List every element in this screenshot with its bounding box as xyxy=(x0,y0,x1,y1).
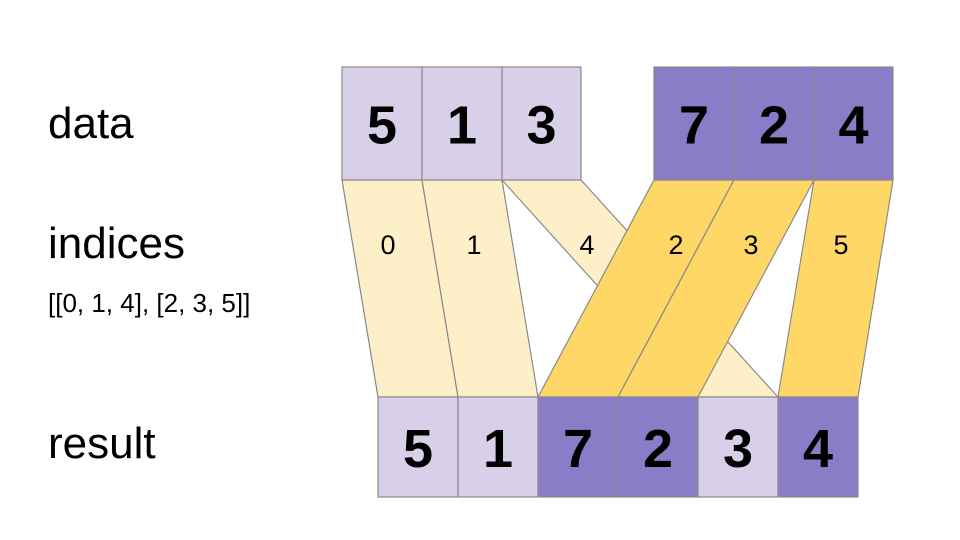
flow-labels-layer: 0 1 4 2 3 5 xyxy=(380,230,848,260)
flow-index-4-label: 4 xyxy=(579,230,594,260)
row-label-data: data xyxy=(48,99,134,148)
result-cell-value: 1 xyxy=(483,419,513,479)
data-cell-value: 7 xyxy=(679,96,709,156)
result-cell xyxy=(377,396,459,498)
flow-index-2-label: 2 xyxy=(668,230,683,260)
result-cell-value: 3 xyxy=(723,419,753,479)
result-cell xyxy=(457,396,539,498)
data-cell-value: 4 xyxy=(838,96,868,156)
flow-index-3-label: 3 xyxy=(743,230,758,260)
result-cell xyxy=(537,396,619,498)
result-cell xyxy=(697,396,779,498)
result-cell-value: 5 xyxy=(403,419,433,479)
data-cell-value: 5 xyxy=(367,96,397,156)
result-cell-value: 7 xyxy=(563,419,593,479)
data-cell xyxy=(653,66,735,181)
result-cell xyxy=(777,396,859,498)
row-label-indices: indices xyxy=(48,219,185,268)
flow-index-5-label: 5 xyxy=(833,230,848,260)
flow-index-1-label: 1 xyxy=(466,230,481,260)
indices-value-label: [[0, 1, 4], [2, 3, 5]] xyxy=(48,288,250,318)
result-cell-value: 2 xyxy=(643,419,673,479)
data-cell xyxy=(341,66,423,181)
result-cell xyxy=(617,396,699,498)
data-cell xyxy=(733,66,815,181)
data-cell-value: 1 xyxy=(447,96,477,156)
data-cell xyxy=(501,66,582,181)
data-cell-value: 2 xyxy=(759,96,789,156)
flow-index-0-label: 0 xyxy=(380,230,395,260)
row-label-result: result xyxy=(48,419,156,468)
result-cell-value: 4 xyxy=(803,419,833,479)
flows-layer xyxy=(341,179,894,398)
data-cell xyxy=(813,66,894,181)
data-cell xyxy=(421,66,503,181)
data-cell-value: 3 xyxy=(526,96,556,156)
